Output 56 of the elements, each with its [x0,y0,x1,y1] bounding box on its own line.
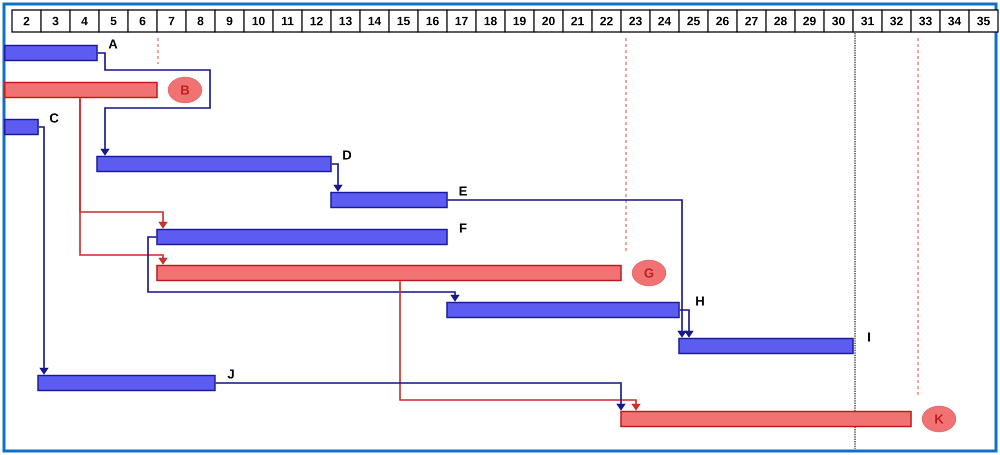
task-bar: K [620,406,956,432]
timeline-cell: 20 [533,9,564,33]
timeline-cell: 12 [301,9,332,33]
task-bar: H [446,296,704,318]
task-bar: J [37,369,234,392]
timeline-cell: 17 [446,9,477,33]
timeline-cell: 7 [156,9,187,33]
timeline-cell: 21 [562,9,593,33]
timeline-cell: 27 [736,9,767,33]
timeline-cell: 2 [11,9,42,33]
node-label: E [460,186,467,196]
timeline-cell: 16 [417,9,448,33]
timeline-cell: 14 [359,9,390,33]
timeline-cell: 32 [881,9,912,33]
timeline-cell: 35 [968,9,999,33]
timeline-cell: 5 [98,9,129,33]
node-label: G [644,268,654,278]
task-bar: B [4,76,202,104]
timeline-cell: 23 [620,9,651,33]
task-bar: A [4,40,118,62]
task-bar: D [96,150,352,172]
timeline-cell: 10 [243,9,274,33]
timeline-cell: 30 [823,9,854,33]
node-label: F [460,224,466,232]
timeline-cell: 29 [794,9,825,33]
timeline-cell: 19 [504,9,535,33]
timeline-cell: 9 [214,9,245,33]
task-bar: G [156,260,666,286]
node-label: J [228,369,234,379]
timeline-cell: 25 [678,9,709,33]
timeline-cell: 3 [40,9,71,33]
timeline-cell: 18 [475,9,506,33]
timeline-cell: 11 [272,9,303,33]
node-label: A [108,40,118,48]
task-bar: C [4,113,58,136]
task-bar: F [156,224,466,246]
timeline-cell: 34 [939,9,970,33]
node-label: D [343,150,352,160]
node-label: K [935,414,944,424]
task-bar: E [330,186,467,208]
timeline-cell: 4 [69,9,100,33]
task-bar: I [678,332,870,354]
timeline-cell: 24 [649,9,680,33]
timeline-cell: 26 [707,9,738,33]
timeline-cell: 33 [910,9,941,33]
timeline-cell: 15 [388,9,419,33]
timeline-cell: 13 [330,9,361,33]
node-label: I [868,332,870,342]
timeline-cell: 6 [127,9,158,33]
node-label: H [696,296,704,306]
timeline-cell: 28 [765,9,796,33]
node-label: C [50,113,58,123]
timeline-cell: 8 [185,9,216,33]
timeline-cell: 31 [852,9,883,33]
node-label: B [181,86,190,94]
timeline-cell: 22 [591,9,622,33]
